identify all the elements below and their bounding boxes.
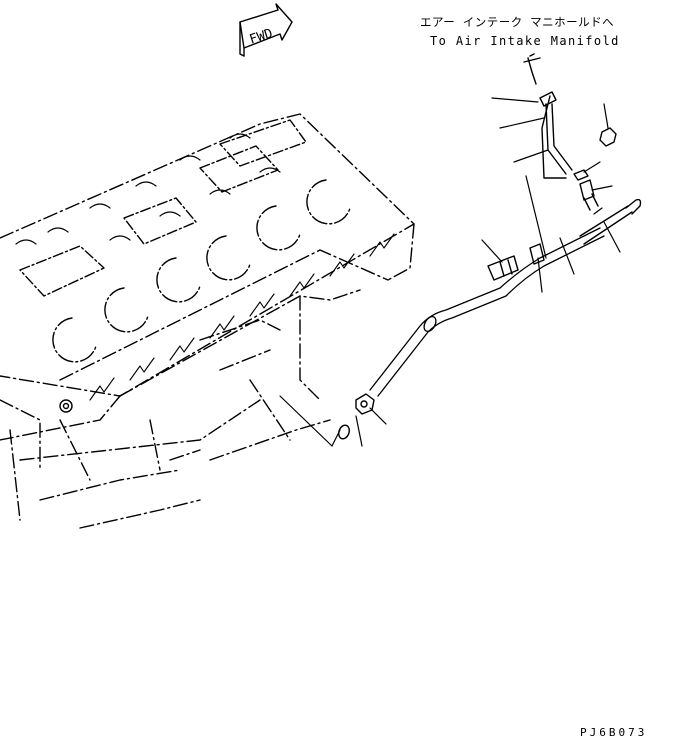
mounting-bolt xyxy=(579,179,599,211)
cylinder-bores xyxy=(52,179,351,363)
head-bolt-ribs xyxy=(89,233,395,401)
breather-pipe-end xyxy=(523,53,541,85)
head-bolt-holes xyxy=(15,133,281,245)
cap-gasket xyxy=(539,91,557,107)
dipstick-guide-tube xyxy=(369,227,605,397)
fwd-arrow-label: FWD xyxy=(248,26,275,48)
drawing-code: PJ6B073 xyxy=(580,726,648,739)
callout-leaders xyxy=(279,97,621,447)
connector-bolt xyxy=(487,255,519,281)
upper-bracket-tube xyxy=(541,95,573,179)
engine-block xyxy=(0,113,415,529)
nut xyxy=(599,127,617,147)
dipstick xyxy=(579,198,642,245)
head-cover-pads xyxy=(19,119,307,297)
air-intake-note-japanese: エアー インテーク マニホールドへ xyxy=(420,15,615,29)
fwd-arrow-icon: FWD xyxy=(239,3,293,57)
washer xyxy=(573,169,589,181)
air-intake-note-english: To Air Intake Manifold xyxy=(430,34,620,48)
block-mounting-boss xyxy=(59,399,73,413)
lower-nut xyxy=(355,393,375,415)
tube-clamp xyxy=(529,243,545,265)
